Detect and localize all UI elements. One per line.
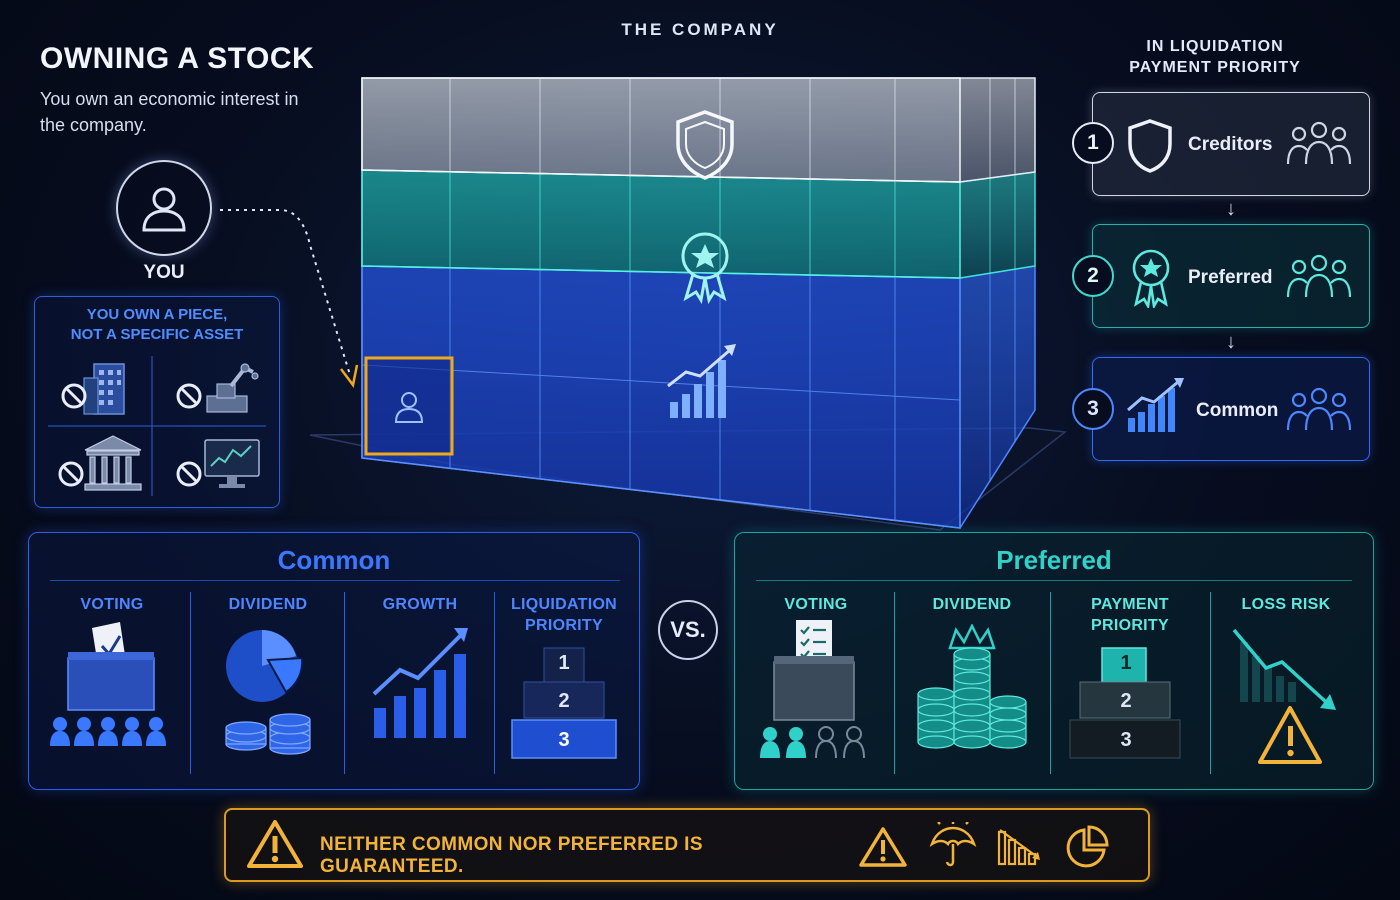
warning-text: NEITHER COMMON NOR PREFERRED IS GUARANTE… [320, 834, 703, 877]
computer-monitor-icon [204, 439, 260, 488]
warning-icon [1258, 706, 1322, 764]
bank-icon [84, 435, 142, 491]
preferred-col-payment: PAYMENT PRIORITY [1056, 594, 1204, 636]
versus-badge: VS. [658, 600, 718, 660]
ownership-grid-lines [48, 356, 266, 496]
office-building-icon [83, 363, 125, 415]
col-label: GROWTH [382, 596, 458, 613]
podium-icon [1069, 647, 1181, 759]
liquidation-title-line2: PAYMENT PRIORITY [1129, 59, 1301, 76]
page-title: OWNING A STOCK [40, 42, 315, 75]
ballot-checklist-icon [760, 620, 865, 759]
shield-icon [676, 110, 734, 180]
ownership-note-line2: NOT A SPECIFIC ASSET [70, 326, 244, 343]
common-podium-1: 1 [558, 652, 570, 674]
preferred-podium-3: 3 [1120, 729, 1132, 751]
prohibited-icon [176, 383, 202, 409]
rising-bar-chart-icon [372, 628, 468, 738]
excluded-bank [46, 428, 152, 500]
award-ribbon-icon [681, 232, 729, 305]
common-podium-2: 2 [558, 690, 570, 712]
shield-icon [1128, 119, 1172, 173]
excluded-machinery [164, 352, 270, 424]
top-layer [361, 77, 1036, 183]
common-col-sep [494, 592, 495, 774]
warning-banner [224, 808, 1150, 882]
warning-icon [247, 820, 303, 868]
preferred-title: Preferred [996, 545, 1112, 575]
your-unit-person-icon [394, 392, 424, 423]
falling-chart-icon [1232, 628, 1336, 710]
falling-bars-icon [997, 829, 1040, 866]
common-col-voting: VOTING [40, 594, 184, 615]
bottom-layer [361, 265, 1036, 529]
pie-chart-coins-icon [225, 630, 311, 755]
col-label: LOSS RISK [1241, 596, 1331, 613]
growth-chart-icon [667, 344, 736, 418]
preferred-col-loss-risk: LOSS RISK [1216, 594, 1356, 615]
common-title: Common [277, 545, 391, 575]
priority-label-preferred: Preferred [1188, 267, 1273, 288]
preferred-col-sep [1210, 592, 1211, 774]
people-group-icon [1286, 121, 1352, 165]
person-icon [142, 187, 186, 232]
col-label: LIQUIDATION [510, 596, 618, 613]
page-subtitle: You own an economic interest in the comp… [40, 89, 299, 135]
growth-chart-icon [1127, 378, 1184, 432]
excluded-office-building [46, 352, 152, 424]
priority-label-common: Common [1196, 400, 1279, 421]
umbrella-icon [929, 822, 977, 867]
preferred-col-dividend: DIVIDEND [900, 594, 1044, 615]
crowned-coins-icon [917, 624, 1027, 749]
priority-label-creditors: Creditors [1188, 134, 1273, 155]
col-label-line2: PRIORITY [1091, 617, 1169, 634]
you-label: YOU [143, 262, 185, 283]
col-label: VOTING [80, 596, 144, 613]
prohibited-icon [176, 461, 202, 487]
people-group-icon [1286, 254, 1352, 298]
common-col-liquidation: LIQUIDATION PRIORITY [496, 594, 632, 636]
common-col-sep [190, 592, 191, 774]
liquidation-title-line1: IN LIQUIDATION [1146, 38, 1284, 55]
liquidation-title: IN LIQUIDATION PAYMENT PRIORITY [1110, 36, 1320, 78]
col-label-line2: PRIORITY [525, 617, 603, 634]
pie-chart-icon [1066, 825, 1109, 868]
priority-arrow-1: ↓ [1226, 198, 1236, 220]
col-label: PAYMENT [1091, 596, 1169, 613]
preferred-col-voting: VOTING [744, 594, 888, 615]
col-label: VOTING [784, 596, 848, 613]
common-col-growth: GROWTH [348, 594, 492, 615]
col-label: DIVIDEND [932, 596, 1012, 613]
machinery-icon [206, 363, 259, 413]
common-col-dividend: DIVIDEND [196, 594, 340, 615]
preferred-title-rule [756, 580, 1352, 581]
col-label: DIVIDEND [228, 596, 308, 613]
people-group-icon [1286, 387, 1352, 431]
ownership-note-title: YOU OWN A PIECE, NOT A SPECIFIC ASSET [40, 305, 274, 345]
priority-arrow-2: ↓ [1226, 331, 1236, 353]
podium-icon [511, 647, 617, 759]
preferred-podium-1: 1 [1120, 652, 1132, 674]
company-label: THE COMPANY [621, 20, 779, 39]
priority-rank-2: 2 [1072, 255, 1114, 297]
warning-icon [859, 827, 907, 867]
common-podium-3: 3 [558, 729, 570, 751]
preferred-podium-2: 2 [1120, 690, 1132, 712]
ownership-note-line1: YOU OWN A PIECE, [86, 306, 228, 323]
award-ribbon-icon [1132, 249, 1170, 308]
middle-layer [361, 169, 1036, 305]
ballot-box-icon [50, 622, 166, 746]
prohibited-icon [61, 383, 87, 409]
common-col-sep [344, 592, 345, 774]
preferred-col-sep [894, 592, 895, 774]
company-building [309, 77, 1067, 531]
excluded-computer [164, 428, 270, 500]
preferred-col-sep [1050, 592, 1051, 774]
ownership-connector [220, 209, 359, 388]
prohibited-icon [58, 461, 84, 487]
you-avatar [116, 160, 212, 256]
priority-rank-1: 1 [1072, 122, 1114, 164]
priority-rank-3: 3 [1072, 388, 1114, 430]
common-title-rule [50, 580, 620, 581]
